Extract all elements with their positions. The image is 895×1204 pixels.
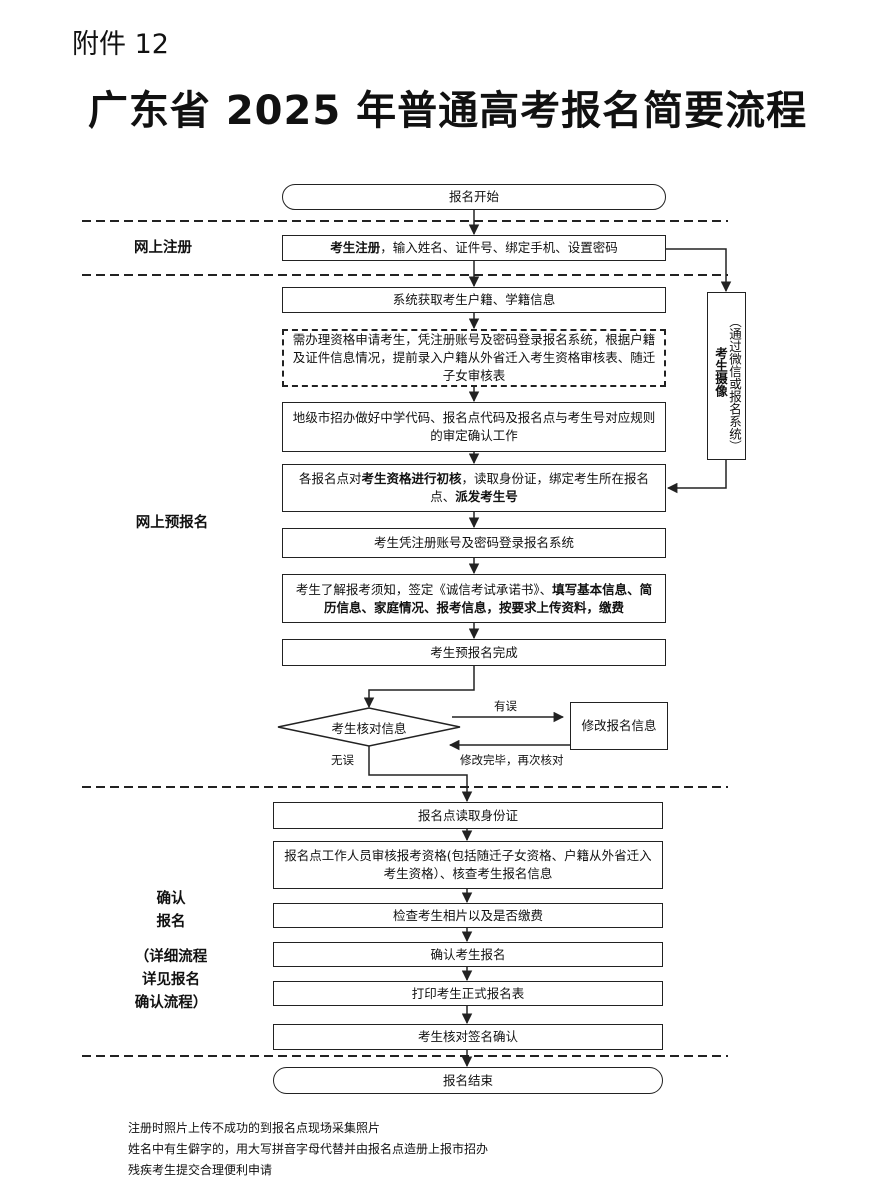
check-photo-step: 检查考生相片以及是否缴费 [273,903,663,928]
no-error-label: 无误 [331,753,354,767]
get-info-step: 系统获取考生户籍、学籍信息 [282,287,666,313]
print-form-step: 打印考生正式报名表 [273,981,663,1006]
read-id-step: 报名点读取身份证 [273,802,663,829]
end-terminal: 报名结束 [273,1067,663,1094]
note-1: 注册时照片上传不成功的到报名点现场采集照片 [128,1121,381,1135]
verify-text: 考生核对信息 [331,721,407,736]
register-step: 考生注册，输入姓名、证件号、绑定手机、设置密码 [282,235,666,261]
has-error-label: 有误 [494,699,517,713]
photo-capture-box: （通过微信或报名系统） 考生摄像 [707,292,746,460]
city-work-step: 地级市招办做好中学代码、报名点代码及报名点与考生号对应规则的审定确认工作 [282,402,666,452]
section-online-register: 网上注册 [134,240,192,256]
section-confirm: 确认 报名 （详细流程 详见报名 确认流程） [134,891,208,1011]
note-2: 姓名中有生僻字的，用大写拼音字母代替并由报名点造册上报市招办 [128,1142,489,1156]
recheck-label: 修改完毕，再次核对 [460,753,564,767]
photo-sub-text: （通过微信或报名系统） [727,315,742,453]
staff-review-step: 报名点工作人员审核报考资格(包括随迁子女资格、户籍从外省迁入考生资格）、核查考生… [273,841,663,889]
login-step: 考生凭注册账号及密码登录报名系统 [282,528,666,558]
fill-info-step: 考生了解报考须知，签定《诚信考试承诺书》、填写基本信息、简历信息、家庭情况、报考… [282,574,666,623]
start-terminal: 报名开始 [282,184,666,210]
photo-title-text: 考生摄像 [713,347,728,397]
page-title: 广东省 2025 年普通高考报名简要流程 [87,88,808,134]
qualification-step: 需办理资格申请考生，凭注册账号及密码登录报名系统，根据户籍及证件信息情况，提前录… [282,329,666,387]
sign-confirm-step: 考生核对签名确认 [273,1024,663,1050]
prereg-done-step: 考生预报名完成 [282,639,666,666]
confirm-reg-step: 确认考生报名 [273,942,663,967]
modify-info-box: 修改报名信息 [570,702,668,750]
note-3: 残疾考生提交合理便利申请 [128,1163,273,1177]
attachment-label: 附件 12 [72,29,169,60]
initial-check-step: 各报名点对考生资格进行初核，读取身份证，绑定考生所在报名点、派发考生号 [282,464,666,512]
section-online-prereg: 网上预报名 [135,515,209,531]
